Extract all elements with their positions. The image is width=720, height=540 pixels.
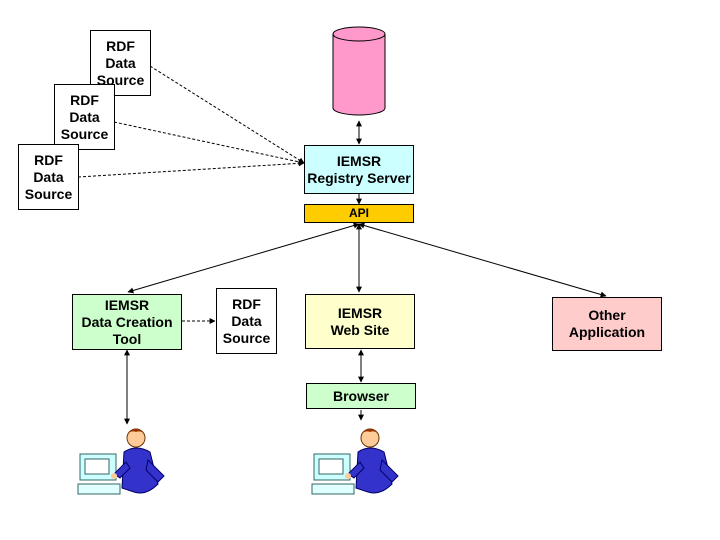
api-box: API (304, 204, 414, 223)
rdf-line: Data (33, 168, 64, 185)
browser-label: Browser (332, 387, 390, 404)
creation-line: Tool (112, 330, 142, 347)
rdf-line: Source (60, 125, 109, 142)
rdf-line: RDF (70, 91, 99, 108)
rdf-line: Data (231, 312, 262, 329)
rdf-line: Data (105, 54, 136, 71)
creation-line: Data Creation (81, 313, 173, 330)
rdf-line: Source (96, 71, 145, 88)
api-creation-arrow (127, 222, 360, 294)
rdf-to-registry-arrow-1 (149, 65, 305, 164)
website-line: Web Site (330, 321, 390, 338)
rdf-line: RDF (34, 151, 63, 168)
registry-line: Registry Server (307, 169, 411, 186)
rdf-line: RDF (106, 37, 135, 54)
user-at-computer-icon (311, 428, 399, 495)
other-line: Application (568, 324, 646, 340)
rdf-to-registry-arrow-3 (77, 160, 305, 178)
other-line: Other (588, 307, 626, 323)
database-cylinder (332, 26, 386, 116)
registry-line: IEMSR (336, 152, 382, 169)
rdf-line: RDF (232, 295, 261, 312)
rdf-line: Source (24, 185, 73, 202)
rdf-to-registry-arrow-2 (113, 121, 305, 165)
creation-line: IEMSR (104, 296, 150, 313)
rdf-line: Data (69, 108, 100, 125)
browser-box: Browser (306, 383, 416, 409)
website-line: IEMSR (337, 304, 383, 321)
api-other-arrow (358, 222, 607, 298)
rdf-line: Source (222, 329, 271, 346)
user-at-computer-icon (77, 428, 165, 495)
api-label: API (348, 206, 369, 220)
